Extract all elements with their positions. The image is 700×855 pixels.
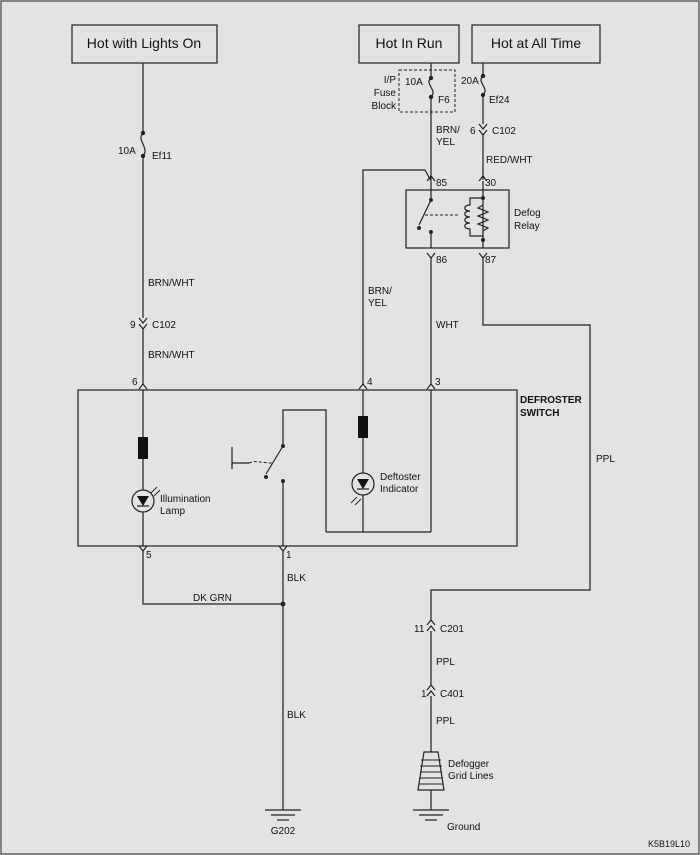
fuse-ef11-name: Ef11 [152,151,172,162]
ground-label: Ground [447,822,480,833]
connector-c201-pin: 11 [414,624,425,635]
ground-g202-label: G202 [271,826,296,837]
wire-label-brn-yel-1a: BRN/ [436,125,460,136]
wire-label-brn-yel-2b: YEL [368,298,387,309]
figure-id: K5B19L10 [648,839,690,849]
relay-coil-icon [464,197,483,237]
defogger-label-1: Defogger [448,759,490,770]
defogger-label-2: Grid Lines [448,771,494,782]
wire-label-ppl-3: PPL [436,716,455,727]
wire-label-brn-yel-1b: YEL [436,137,455,148]
source-all-time-label: Hot at All Time [491,35,581,51]
relay-pin-86: 86 [436,255,448,266]
wire-label-blk-1: BLK [287,573,306,584]
source-lights-on: Hot with Lights On [71,24,218,64]
fuse-ef24-name: Ef24 [489,95,510,106]
circuit-illumination: 10A Ef11 BRN/WHT 9 C102 BRN/WHT 6 [118,63,195,390]
defogger-grid-icon [417,751,445,791]
wire-label-dk-grn: DK GRN [193,593,232,604]
wire-label-brn-wht-2: BRN/WHT [148,350,195,361]
wire-label-red-wht: RED/WHT [486,155,533,166]
wire-label-ppl-2: PPL [436,657,455,668]
fuse-ef24-rating: 20A [461,76,479,87]
switch-pin-4: 4 [367,377,373,388]
switch-pin-6: 6 [132,377,138,388]
defogger-circuit: 11 C201 PPL 1 C401 PPL Defogger Grid Lin… [413,619,494,833]
illumination-label-2: Lamp [160,506,185,517]
fuse-block: I/P Fuse Block 10A F6 [372,63,456,113]
connector-c401-name: C401 [440,689,464,700]
defog-relay: Defog Relay [405,181,541,249]
fuse-block-label-1: I/P [384,75,397,86]
connector-c102-left-name: C102 [152,320,176,331]
connector-c401-pin: 1 [421,689,427,700]
fuse-f6-name: F6 [438,95,450,106]
ground-g202-icon [265,809,301,821]
indicator-label-2: Indicator [380,484,419,495]
switch-pin-5: 5 [146,550,152,561]
wire-label-wht: WHT [436,320,459,331]
source-lights-on-label: Hot with Lights On [87,35,201,51]
source-run-label: Hot In Run [376,35,443,51]
switch-title-1: DEFROSTER [520,395,582,406]
connector-c102-top-pin: 6 [470,126,476,137]
fuse-f6-rating: 10A [405,77,423,88]
relay-resistor-icon [476,204,490,232]
wire-label-blk-2: BLK [287,710,306,721]
relay-pin-30: 30 [485,178,497,189]
connector-c401-icon [426,684,436,697]
wire-label-brn-wht-1: BRN/WHT [148,278,195,289]
source-run: Hot In Run [358,24,460,64]
connector-c102-top-name: C102 [492,126,516,137]
switch-title-2: SWITCH [520,408,559,419]
relay-name-2: Relay [514,221,540,232]
connector-c201-name: C201 [440,624,464,635]
relay-name-1: Defog [514,208,541,219]
ground-icon [413,809,449,821]
connector-c201-icon [426,619,436,632]
wire-label-brn-yel-2a: BRN/ [368,286,392,297]
ground-circuit-g202: DK GRN BLK BLK G202 [142,551,306,837]
indicator-resistor-icon [358,416,368,438]
indicator-label-1: Deftoster [380,472,421,483]
circuit-defog-feed: 20A Ef24 6 C102 RED/WHT 30 [461,63,533,189]
fuse-block-label-3: Block [372,101,397,112]
switch-pin-1: 1 [286,550,292,561]
switch-actuator-icon [231,447,273,469]
defroster-switch: DEFROSTER SWITCH Illumination Lamp [77,389,582,547]
fuse-block-label-2: Fuse [374,88,397,99]
illumination-label-1: Illumination [160,494,211,505]
relay-pin-85: 85 [436,178,448,189]
indicator-lamp-icon [350,472,375,506]
connector-c102-left-pin: 9 [130,320,136,331]
switch-pin-3: 3 [435,377,441,388]
illumination-resistor-icon [138,437,148,459]
relay-pin-87: 87 [485,255,497,266]
fuse-ef11-rating: 10A [118,146,136,157]
wire-label-ppl-1: PPL [596,454,615,465]
source-all-time: Hot at All Time [471,24,601,64]
